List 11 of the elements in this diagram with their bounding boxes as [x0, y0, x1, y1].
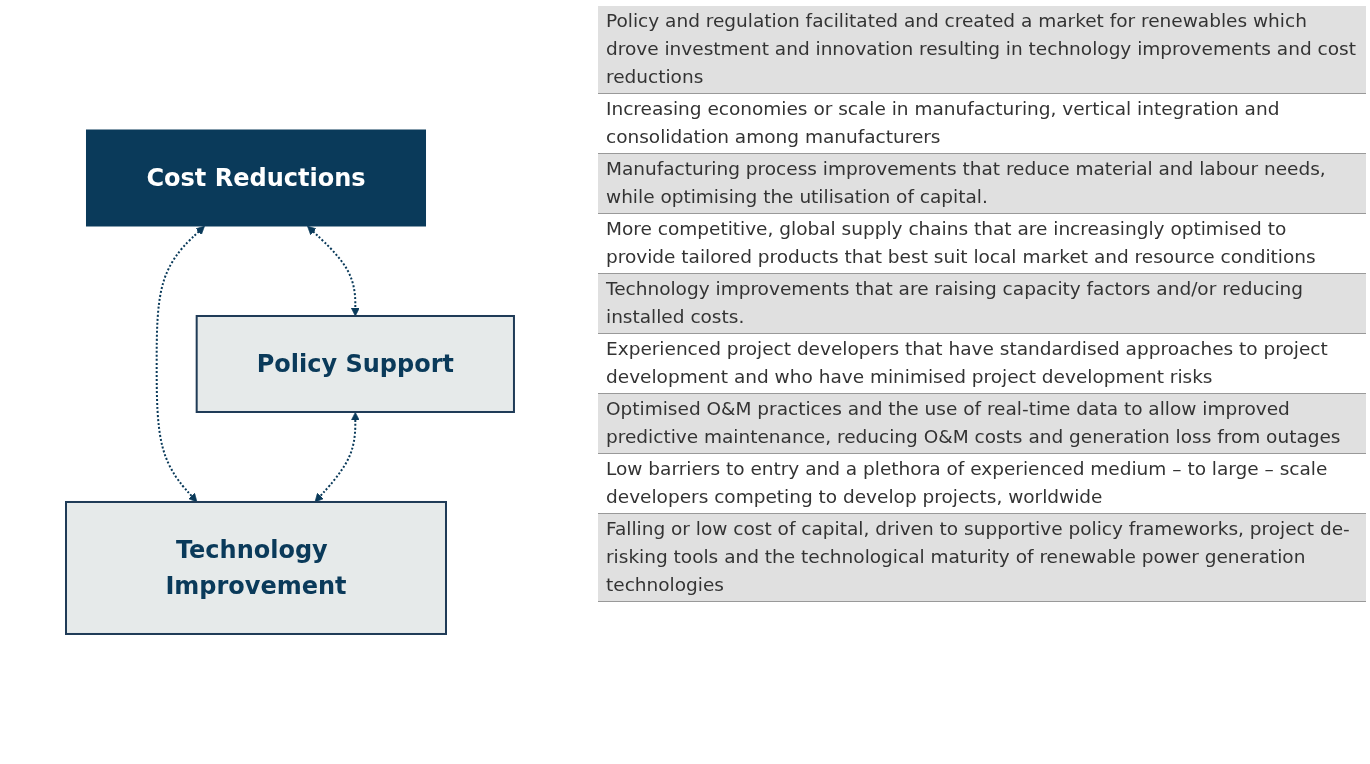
node-box: Cost Reductions — [86, 129, 426, 227]
arrow — [314, 412, 360, 503]
table-row-text: Optimised O&M practices and the use of real-time data to allow improved predictive maintenance, reducing O&M costs and generation loss from outages — [598, 394, 1366, 454]
table-row-text: Falling or low cost of capital, driven to supportive policy frameworks, project de-risking tools and the technological maturity of renewable power generation technologies — [598, 514, 1366, 602]
arrow — [155, 225, 205, 503]
table-row-text: Technology improvements that are raising capacity factors and/or reducing installed costs. — [598, 274, 1366, 334]
arrow — [307, 225, 360, 317]
table-row-text: Manufacturing process improvements that reduce material and labour needs, while optimising the utilisation of capital. — [598, 154, 1366, 214]
node-box: Technology Improvement — [65, 501, 447, 635]
node-box: Policy Support — [195, 315, 515, 413]
table-row-text: Policy and regulation facilitated and created a market for renewables which drove investment and innovation resulting in technology improvements and cost reductions — [598, 6, 1366, 94]
